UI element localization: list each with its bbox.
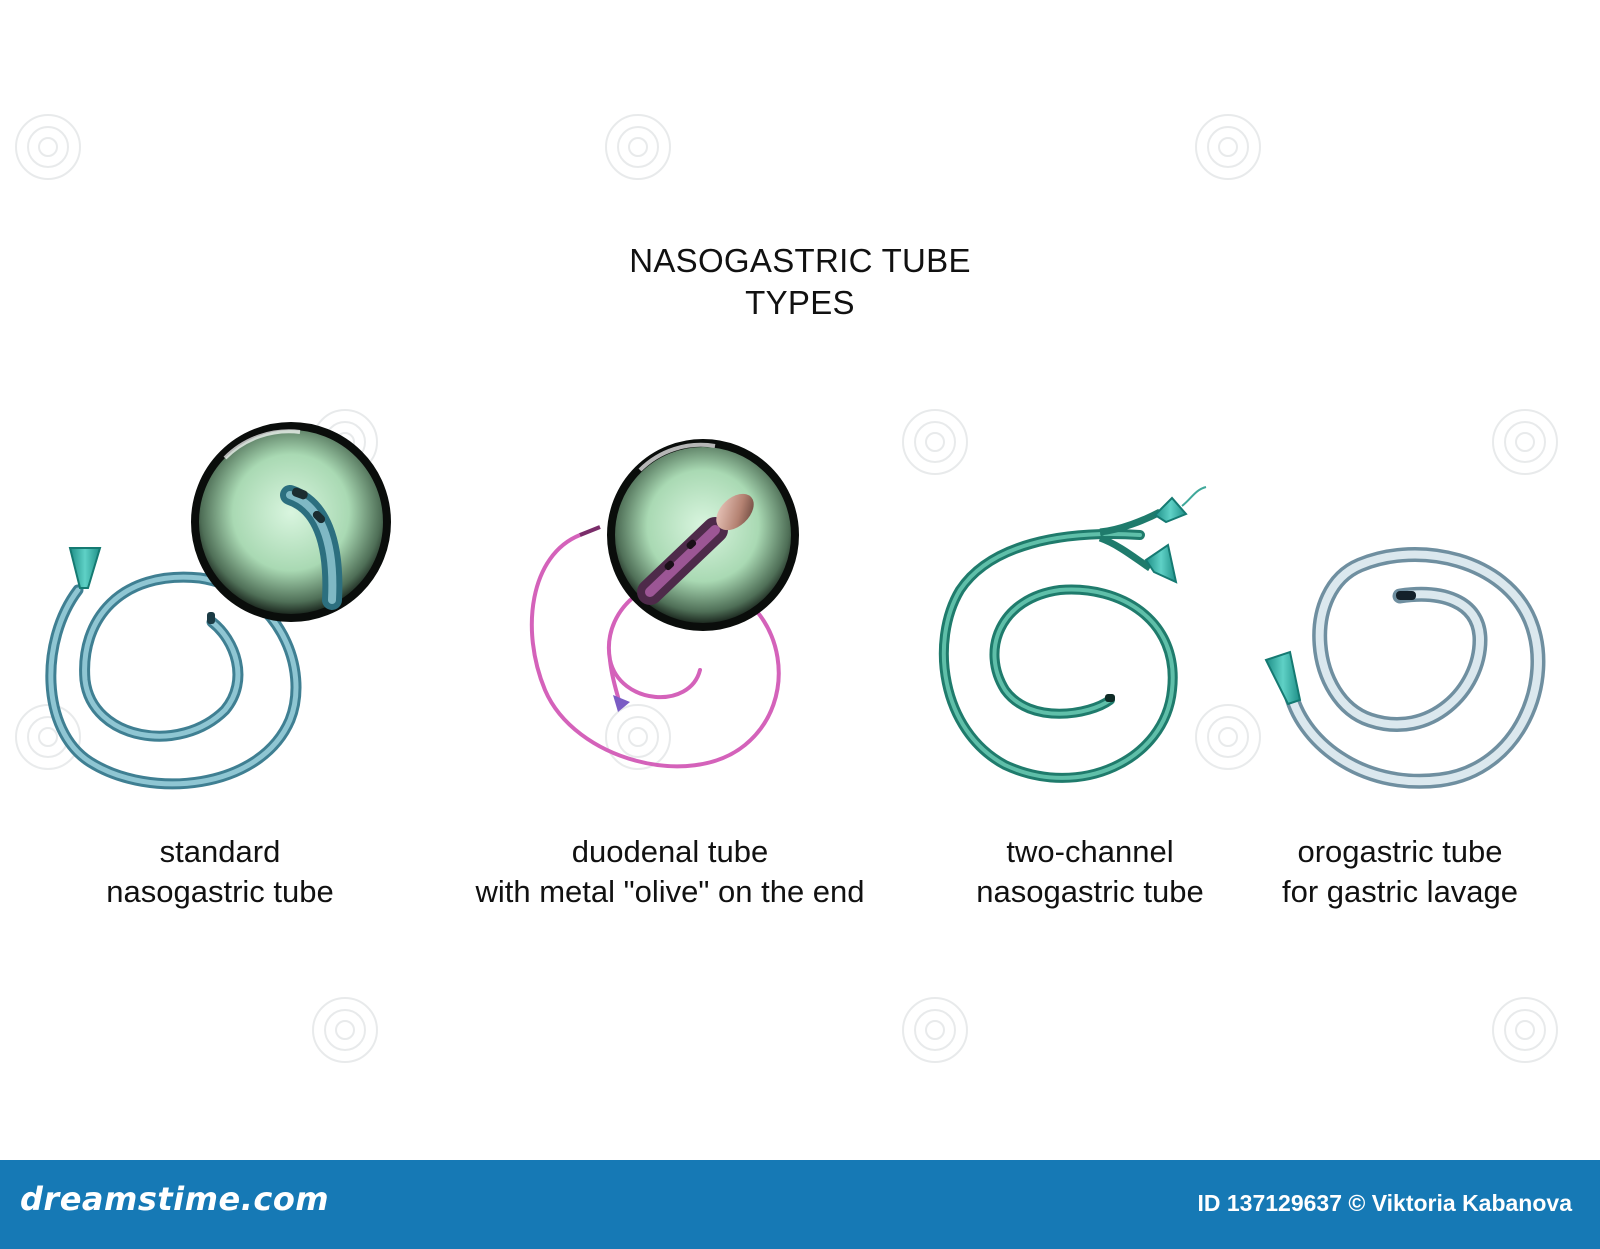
brand-logo[interactable]: dreamstime.com [20,1180,330,1218]
watermark-swirl-icon [312,997,378,1063]
duodenal-tip-magnifier [607,439,799,631]
watermark-swirl-icon [902,997,968,1063]
caption-line: standard [159,834,281,869]
standard-tube-connector [68,547,102,589]
two-channel-connector-upper [1153,496,1188,524]
caption-line: orogastric tube [1297,834,1503,869]
watermark-swirl-icon [605,704,671,770]
watermark-swirl-icon [1195,114,1261,180]
diagram-title-line1: NASOGASTRIC TUBE [629,242,971,279]
caption-duodenal-tube: duodenal tube with metal "olive" on the … [440,832,900,912]
two-channel-tube-illustration [938,486,1207,783]
caption-standard-tube: standard nasogastric tube [60,832,380,912]
caption-line: duodenal tube [571,834,769,869]
image-credit: ID 137129637 © Viktoria Kabanova [1197,1190,1572,1216]
duodenal-tip [613,695,630,712]
caption-orogastric-tube: orogastric tube for gastric lavage [1240,832,1560,912]
watermark-swirl-icon [902,409,968,475]
caption-two-channel-tube: two-channel nasogastric tube [930,832,1250,912]
watermark-swirl-icon [1195,704,1261,770]
watermark-swirl-icon [15,704,81,770]
footer-bar: dreamstime.com ID 137129637 © Viktoria K… [0,1160,1600,1249]
orogastric-tube-illustration [1264,547,1546,789]
caption-line: nasogastric tube [106,874,334,909]
standard-tip-magnifier [191,422,391,622]
caption-line: two-channel [1006,834,1174,869]
two-channel-connector-lower [1144,543,1178,584]
caption-line: for gastric lavage [1281,874,1519,909]
orogastric-connector [1264,650,1302,706]
caption-line: with metal "olive" on the end [475,874,865,909]
watermark-swirl-icon [15,114,81,180]
watermark-swirl-icon [1492,997,1558,1063]
metal-olive-tip [716,493,754,531]
watermark-swirl-icon [605,114,671,180]
diagram-title-line2: TYPES [745,284,855,321]
diagram-canvas [15,114,1558,1063]
standard-tube-illustration [45,422,391,790]
caption-line: nasogastric tube [976,874,1204,909]
watermark-swirl-icon [1492,409,1558,475]
watermark-pattern [15,114,1558,1063]
duodenal-tube-illustration [529,439,799,769]
